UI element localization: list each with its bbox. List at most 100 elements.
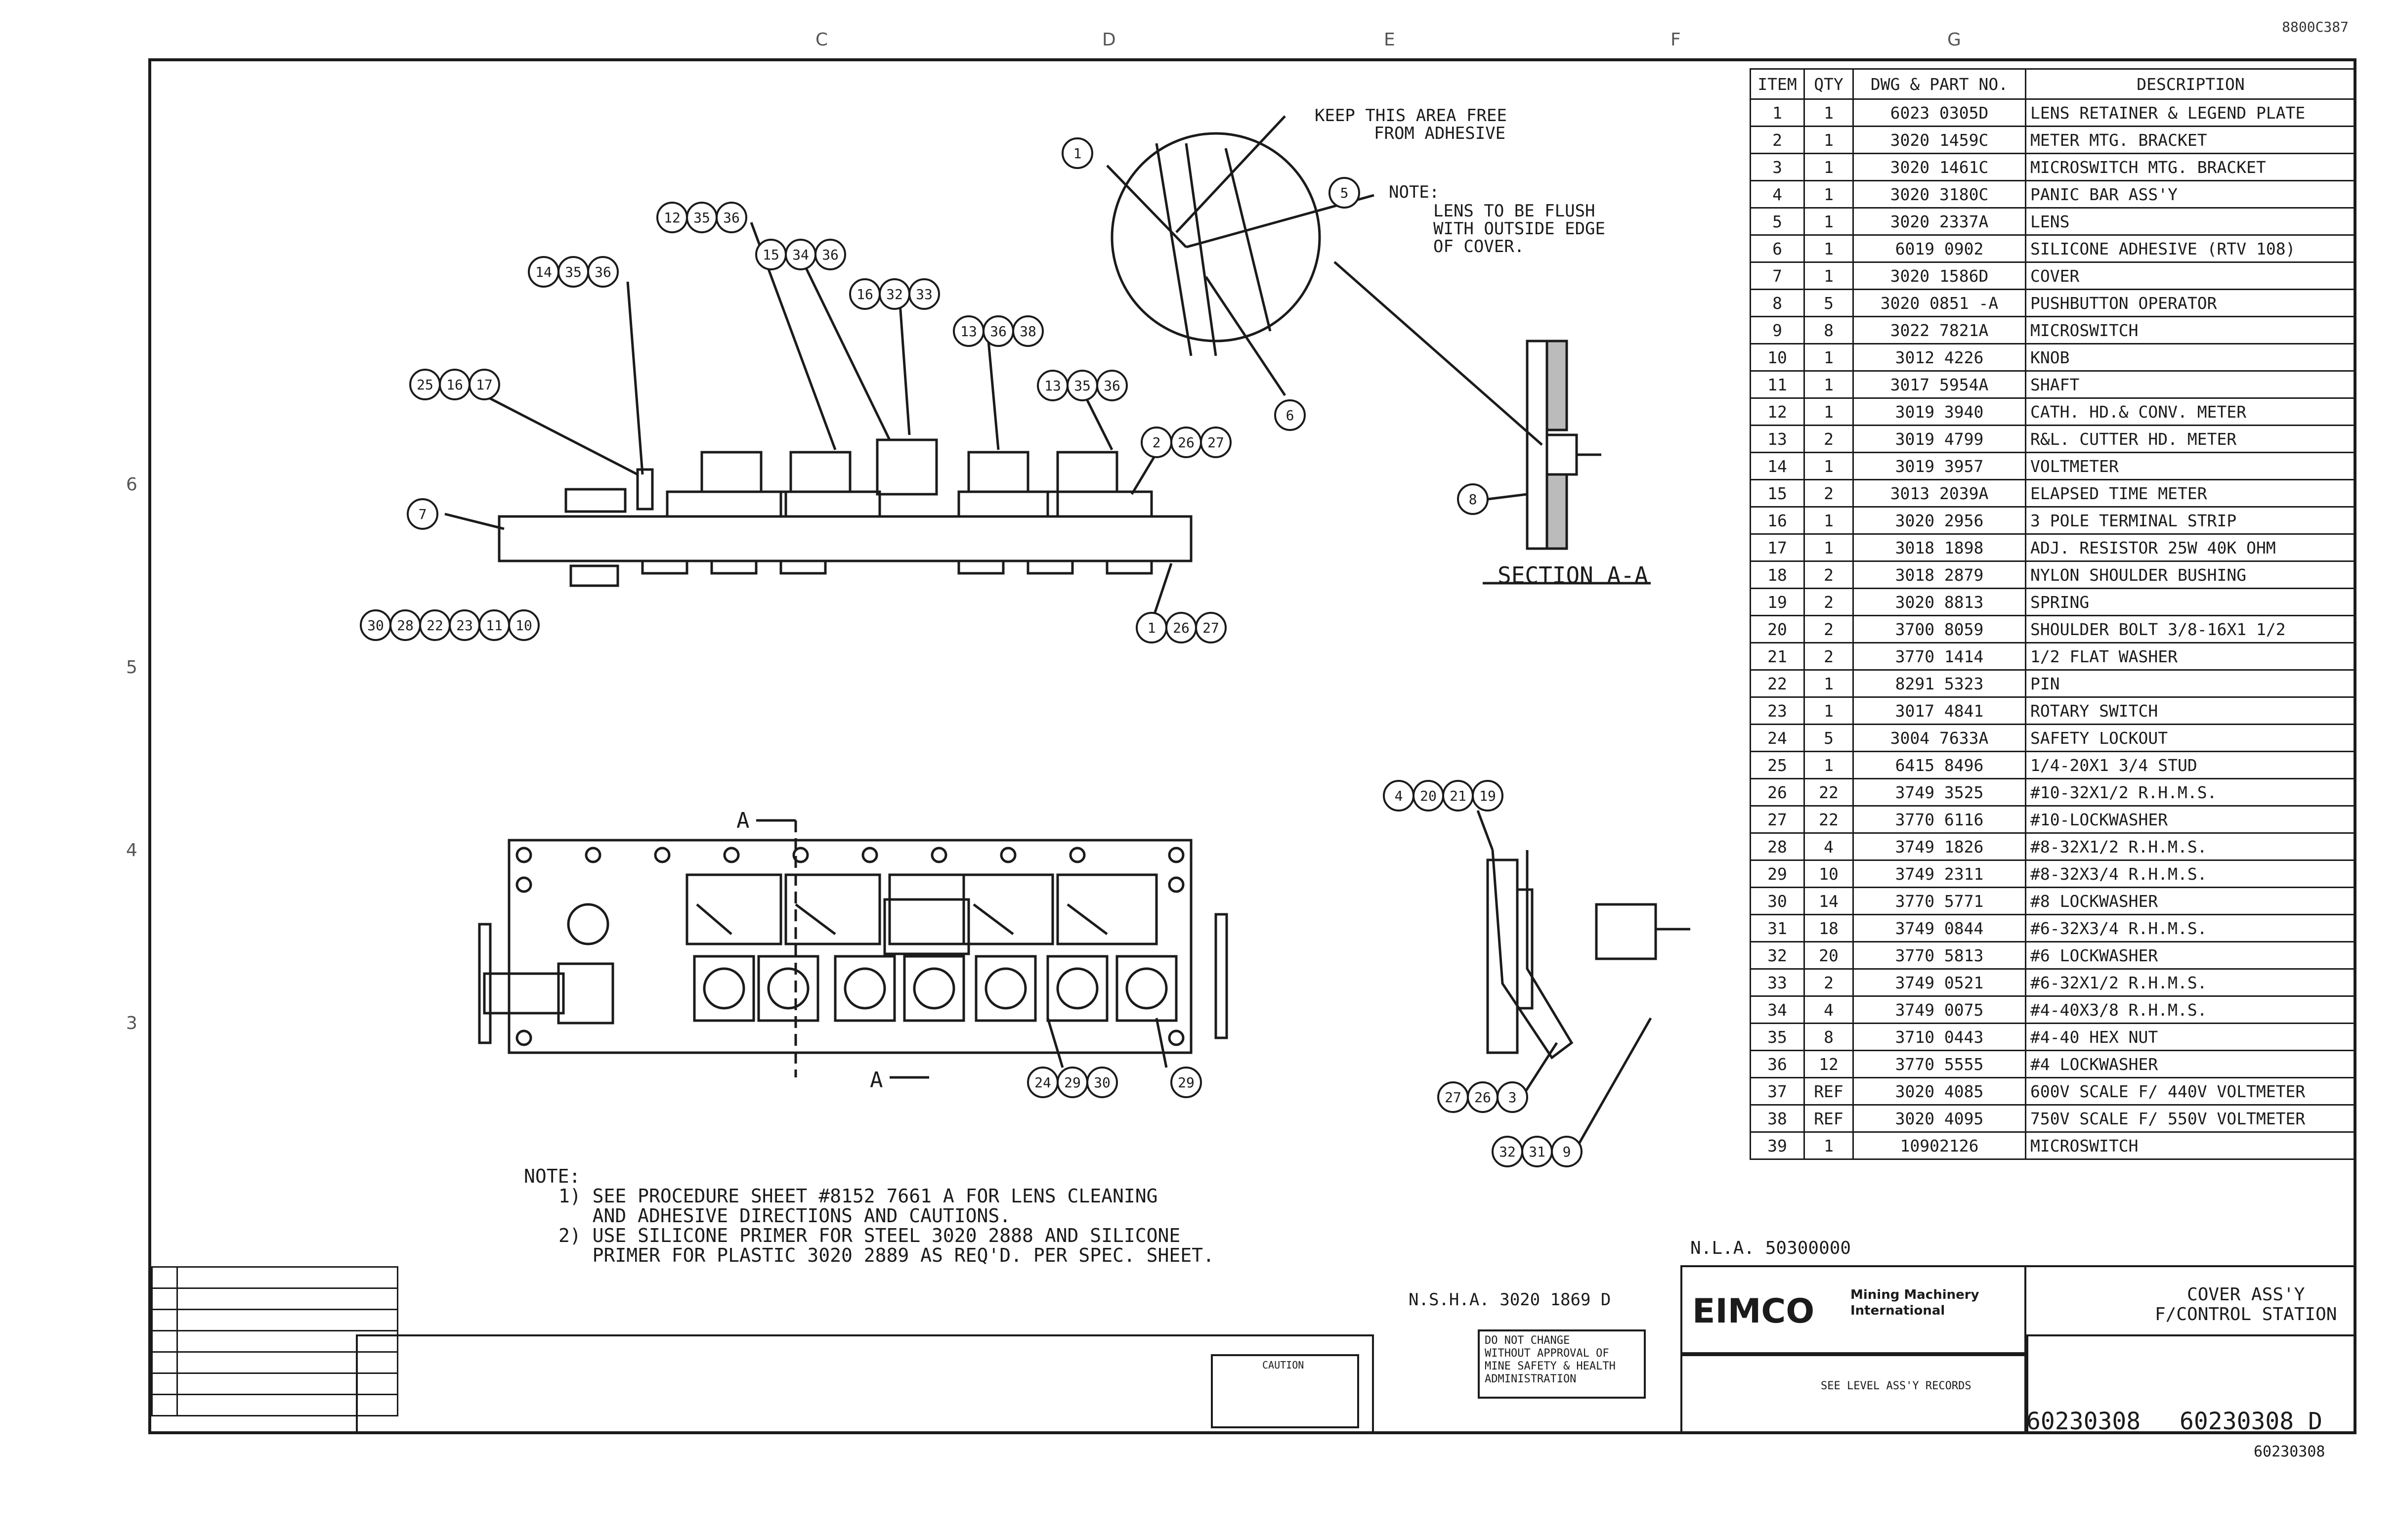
section-title: SECTION A-A bbox=[1498, 562, 1648, 589]
meter-body bbox=[700, 451, 763, 493]
part-no-cell: 3749 2311 bbox=[1852, 859, 2026, 888]
balloon-number: 38 bbox=[1020, 323, 1036, 340]
qty-cell: 2 bbox=[1803, 588, 1854, 616]
detail-circle bbox=[1111, 132, 1321, 342]
part-no-cell: 3020 4095 bbox=[1852, 1104, 2026, 1133]
balloon-number: 32 bbox=[886, 286, 903, 302]
rotary-switch bbox=[569, 564, 619, 587]
balloon-number: 27 bbox=[1207, 434, 1224, 451]
part-no-cell: 6415 8496 bbox=[1852, 751, 2026, 779]
description-cell: NYLON SHOULDER BUSHING bbox=[2025, 560, 2356, 589]
callout-balloon: 1 bbox=[1062, 137, 1093, 169]
balloon-circle bbox=[1096, 370, 1128, 401]
part-no-cell: 3770 6116 bbox=[1852, 805, 2026, 834]
qty-cell: 4 bbox=[1803, 995, 1854, 1024]
item-cell: 18 bbox=[1750, 560, 1805, 589]
balloon-number: 36 bbox=[990, 323, 1007, 340]
level-text: SEE LEVEL ASS'Y RECORDS bbox=[1821, 1380, 1971, 1392]
balloon-circle bbox=[1457, 483, 1489, 515]
balloon-number: 36 bbox=[822, 247, 839, 263]
zone-label: 3 bbox=[126, 1013, 137, 1033]
balloon-number: 12 bbox=[664, 210, 681, 226]
balloon-number: 4 bbox=[1395, 788, 1403, 804]
nsha-label: N.S.H.A. 3020 1869 D bbox=[1409, 1290, 1611, 1310]
balloon-number: 1 bbox=[1148, 620, 1156, 636]
qty-cell: 1 bbox=[1803, 669, 1854, 698]
part-no-cell: 3710 0443 bbox=[1852, 1023, 2026, 1051]
balloon-number: 36 bbox=[595, 264, 611, 280]
balloon-number: 36 bbox=[723, 210, 740, 226]
note-1: 1) SEE PROCEDURE SHEET #8152 7661 A FOR … bbox=[558, 1185, 1158, 1227]
description-cell: CATH. HD.& CONV. METER bbox=[2025, 397, 2356, 426]
part-no-cell: 3020 3180C bbox=[1852, 180, 2026, 209]
description-cell: LENS bbox=[2025, 207, 2356, 236]
balloon-number: 30 bbox=[367, 617, 384, 634]
part-no-cell: 3019 3957 bbox=[1852, 452, 2026, 480]
qty-cell: 2 bbox=[1803, 479, 1854, 508]
item-cell: 25 bbox=[1750, 751, 1805, 779]
description-cell: #8 LOCKWASHER bbox=[2025, 887, 2356, 915]
item-cell: 39 bbox=[1750, 1131, 1805, 1160]
meter-body bbox=[789, 451, 852, 493]
balloon-number: 2 bbox=[1153, 434, 1161, 451]
balloon-circle bbox=[908, 278, 940, 310]
note-2: 2) USE SILICONE PRIMER FOR STEEL 3020 28… bbox=[558, 1225, 1214, 1266]
part-no-cell: 3018 1898 bbox=[1852, 533, 2026, 562]
qty-cell: 5 bbox=[1803, 289, 1854, 317]
description-cell: MICROSWITCH MTG. BRACKET bbox=[2025, 153, 2356, 181]
balloon-number: 27 bbox=[1445, 1089, 1461, 1106]
item-cell: 8 bbox=[1750, 289, 1805, 317]
part-no-cell: 3013 2039A bbox=[1852, 479, 2026, 508]
panic-bar bbox=[557, 962, 614, 1025]
part-no-cell: 6019 0902 bbox=[1852, 234, 2026, 263]
item-cell: 19 bbox=[1750, 588, 1805, 616]
item-cell: 15 bbox=[1750, 479, 1805, 508]
item-cell: 16 bbox=[1750, 506, 1805, 535]
item-cell: 30 bbox=[1750, 887, 1805, 915]
balloon-number: 26 bbox=[1173, 620, 1190, 636]
item-cell: 35 bbox=[1750, 1023, 1805, 1051]
item-cell: 27 bbox=[1750, 805, 1805, 834]
qty-cell: 1 bbox=[1803, 343, 1854, 372]
balloon-number: 29 bbox=[1064, 1074, 1081, 1091]
description-cell: COVER bbox=[2025, 261, 2356, 290]
item-cell: 36 bbox=[1750, 1050, 1805, 1078]
description-cell: SHOULDER BOLT 3/8-16X1 1/2 bbox=[2025, 615, 2356, 643]
section-mark-top: A bbox=[736, 808, 750, 833]
qty-cell: 1 bbox=[1803, 696, 1854, 725]
part-no-cell: 3012 4226 bbox=[1852, 343, 2026, 372]
description-cell: #4 LOCKWASHER bbox=[2025, 1050, 2356, 1078]
balloon-number: 32 bbox=[1499, 1144, 1516, 1160]
footer-code: 60230308 bbox=[2254, 1443, 2325, 1460]
item-cell: 26 bbox=[1750, 778, 1805, 807]
balloon-number: 8 bbox=[1469, 491, 1477, 508]
description-cell: 1/2 FLAT WASHER bbox=[2025, 642, 2356, 671]
qty-cell: 8 bbox=[1803, 316, 1854, 344]
col-item: ITEM bbox=[1750, 68, 1805, 100]
description-cell: PANIC BAR ASS'Y bbox=[2025, 180, 2356, 209]
company-cell: EIMCO Mining Machinery International bbox=[1680, 1265, 2026, 1354]
item-cell: 6 bbox=[1750, 234, 1805, 263]
col-part-no: DWG & PART NO. bbox=[1852, 68, 2026, 100]
description-cell: SPRING bbox=[2025, 588, 2356, 616]
balloon-number: 9 bbox=[1563, 1144, 1571, 1160]
balloon-number: 35 bbox=[693, 210, 710, 226]
item-cell: 12 bbox=[1750, 397, 1805, 426]
qty-cell: 18 bbox=[1803, 914, 1854, 942]
spec-cell: SEE LEVEL ASS'Y RECORDS bbox=[1680, 1354, 2026, 1433]
item-cell: 34 bbox=[1750, 995, 1805, 1024]
qty-cell: 14 bbox=[1803, 887, 1854, 915]
zone-label: E bbox=[1384, 30, 1395, 50]
